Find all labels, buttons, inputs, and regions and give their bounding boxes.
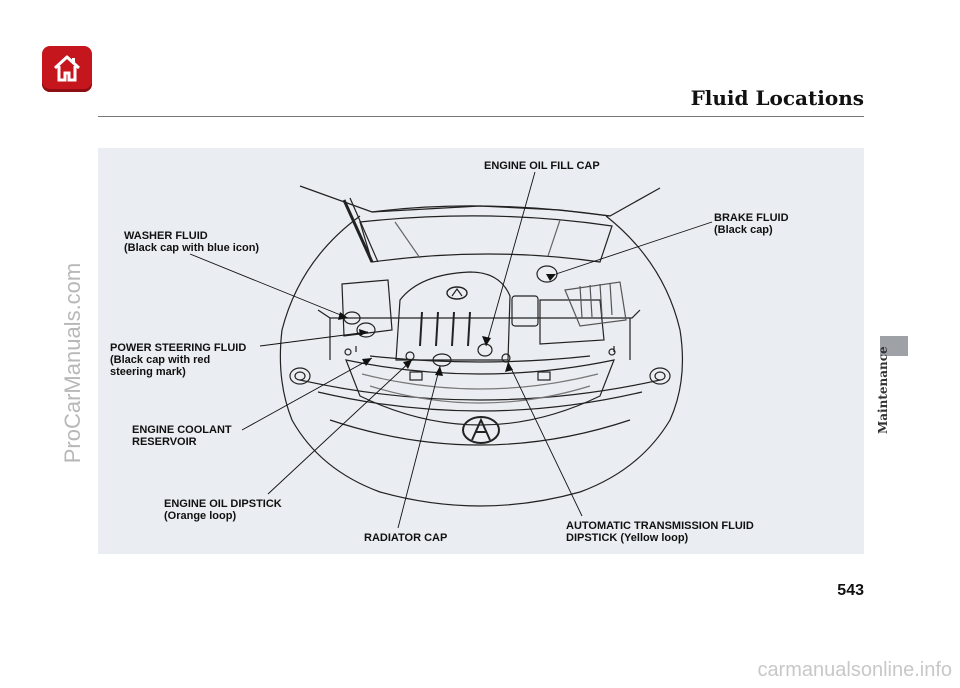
label-brake-fluid: BRAKE FLUID [714, 212, 789, 224]
label-engine-coolant-2: RESERVOIR [132, 436, 197, 448]
watermark-side-text: ProCarManuals.com [60, 262, 85, 464]
label-washer-fluid-sub: (Black cap with blue icon) [124, 242, 260, 254]
acura-badge [462, 416, 500, 444]
section-tab-marker[interactable] [880, 336, 908, 356]
power-steering-cap [356, 322, 376, 338]
label-engine-oil-fill-cap: ENGINE OIL FILL CAP [484, 160, 600, 172]
label-washer-fluid: WASHER FLUID [124, 230, 208, 242]
atf-dipstick-loop [501, 353, 511, 363]
page-title: Fluid Locations [690, 86, 864, 110]
leader-washer [189, 253, 349, 319]
airbox [341, 279, 393, 337]
leader-oil-fill [485, 171, 536, 347]
label-power-steering-sub1: (Black cap with red [110, 354, 211, 366]
label-engine-coolant: ENGINE COOLANT [132, 424, 232, 436]
watermark-bottom: carmanualsonline.info [757, 659, 952, 681]
section-tab-label[interactable]: Maintenance [872, 346, 892, 434]
engine-cover [395, 271, 511, 361]
leader-lines [189, 171, 713, 529]
latch [537, 371, 551, 381]
home-icon [53, 55, 81, 82]
leader-coolant [241, 357, 373, 431]
label-power-steering-sub2: steering mark) [110, 366, 186, 378]
leader-power-steering [259, 331, 369, 347]
hood-edge [299, 185, 661, 217]
oil-fill-cap [477, 343, 493, 357]
label-atf-2: DIPSTICK (Yellow loop) [566, 532, 689, 544]
radiator-cap [432, 353, 452, 367]
front-body [279, 215, 684, 507]
section-tab-text: Maintenance [876, 346, 890, 434]
label-atf: AUTOMATIC TRANSMISSION FLUID [566, 520, 754, 532]
watermark-side: ProCarManuals.com [58, 263, 88, 464]
home-button[interactable] [42, 46, 92, 92]
grille [345, 359, 615, 426]
header-divider [98, 116, 864, 117]
leader-atf [507, 361, 583, 517]
label-engine-oil-dipstick-sub: (Orange loop) [164, 510, 237, 522]
label-power-steering: POWER STEERING FLUID [110, 342, 247, 354]
battery [539, 299, 605, 345]
label-brake-fluid-sub: (Black cap) [714, 224, 773, 236]
leader-radiator [397, 365, 441, 529]
label-engine-oil-dipstick: ENGINE OIL DIPSTICK [164, 498, 282, 510]
right-fog-light [649, 367, 671, 385]
page-number: 543 [837, 582, 864, 599]
leader-oil-dipstick [267, 359, 413, 495]
leader-brake [555, 221, 713, 275]
label-radiator-cap: RADIATOR CAP [364, 532, 448, 544]
fuse-box [511, 295, 539, 327]
left-fog-light [289, 367, 311, 385]
